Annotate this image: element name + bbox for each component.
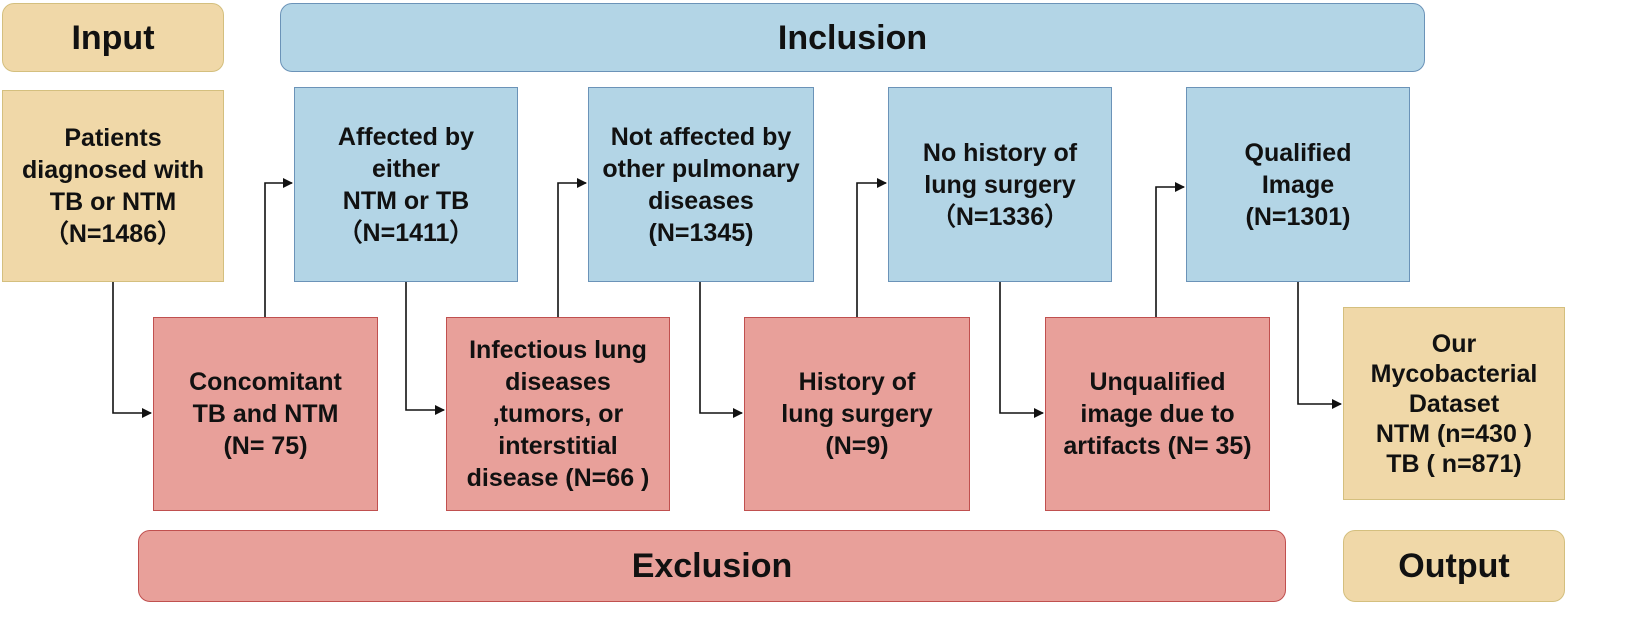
- inclusion-line: NTM or TB: [342, 186, 470, 215]
- inclusion-line: other pulmonary: [602, 154, 800, 183]
- inclusion-line: Qualified: [1244, 138, 1352, 167]
- input-line: diagnosed with: [22, 156, 204, 184]
- exclusion-banner-text: Exclusion: [631, 547, 793, 585]
- exclusion-line: History of: [798, 368, 916, 396]
- inclusion-line: Image: [1261, 170, 1335, 199]
- exclusion-line: interstitial: [498, 432, 618, 460]
- output-box: Our Mycobacterial Dataset NTM (n=430 ) T…: [1343, 307, 1565, 500]
- inclusion-box-4: Qualified Image (N=1301): [1186, 87, 1410, 282]
- inclusion-line: (N=1301): [1245, 202, 1351, 231]
- inclusion-banner: Inclusion: [280, 3, 1425, 72]
- input-box: Patients diagnosed with TB or NTM （N=148…: [2, 90, 224, 282]
- exclusion-box-3: History of lung surgery (N=9): [744, 317, 970, 511]
- exclusion-box-1: Concomitant TB and NTM (N= 75): [153, 317, 378, 511]
- inclusion-box-3: No history of lung surgery （N=1336）: [888, 87, 1112, 282]
- output-label-text: Output: [1398, 547, 1510, 585]
- inclusion-line: (N=1345): [648, 218, 754, 247]
- exclusion-line: artifacts (N= 35): [1063, 432, 1252, 460]
- output-line: Dataset: [1408, 389, 1500, 418]
- arrow-exclusion-2-to-inclusion-2: [557, 178, 587, 317]
- exclusion-line: Concomitant: [189, 368, 342, 396]
- inclusion-line: （N=1411）: [337, 218, 475, 247]
- inclusion-line: lung surgery: [924, 170, 1076, 199]
- exclusion-line: lung surgery: [781, 400, 933, 428]
- arrow-inclusion-1-to-exclusion-2: [405, 282, 445, 415]
- exclusion-line: (N=9): [825, 432, 889, 460]
- inclusion-line: Affected by: [337, 122, 475, 151]
- exclusion-box-2: Infectious lung diseases ,tumors, or int…: [446, 317, 670, 511]
- inclusion-line: diseases: [648, 186, 754, 215]
- exclusion-line: Unqualified: [1089, 368, 1226, 396]
- input-label-text: Input: [71, 18, 155, 57]
- arrow-exclusion-4-to-inclusion-4: [1155, 182, 1185, 317]
- inclusion-line: No history of: [922, 138, 1078, 167]
- inclusion-box-1: Affected by either NTM or TB （N=1411）: [294, 87, 518, 282]
- exclusion-line: disease (N=66 ): [466, 464, 650, 492]
- exclusion-line: image due to: [1080, 400, 1235, 428]
- inclusion-line: （N=1336）: [930, 202, 1070, 231]
- arrow-inclusion-3-to-exclusion-4: [999, 282, 1044, 418]
- exclusion-line: (N= 75): [223, 432, 308, 460]
- exclusion-banner: Exclusion: [138, 530, 1286, 602]
- exclusion-line: Infectious lung: [469, 336, 647, 364]
- input-line: TB or NTM: [49, 188, 177, 216]
- input-line: Patients: [64, 124, 162, 152]
- arrow-exclusion-1-to-inclusion-1: [264, 178, 293, 317]
- output-label: Output: [1343, 530, 1565, 602]
- output-line: Our: [1431, 329, 1477, 358]
- inclusion-line: either: [371, 154, 441, 183]
- arrow-exclusion-3-to-inclusion-3: [856, 178, 887, 317]
- exclusion-line: diseases: [505, 368, 611, 396]
- output-line: Mycobacterial: [1370, 359, 1538, 388]
- output-line: NTM (n=430 ): [1375, 419, 1533, 448]
- inclusion-banner-text: Inclusion: [777, 18, 928, 57]
- output-line: TB ( n=871): [1386, 449, 1522, 478]
- arrow-inclusion-2-to-exclusion-3: [699, 282, 743, 418]
- arrow-inclusion-4-to-output: [1297, 282, 1342, 409]
- input-line: （N=1486）: [43, 220, 183, 248]
- input-label: Input: [2, 3, 224, 72]
- arrow-input-to-exclusion-1: [112, 282, 152, 418]
- exclusion-line: TB and NTM: [192, 400, 339, 428]
- inclusion-line: Not affected by: [610, 122, 792, 151]
- inclusion-box-2: Not affected by other pulmonary diseases…: [588, 87, 814, 282]
- exclusion-box-4: Unqualified image due to artifacts (N= 3…: [1045, 317, 1270, 511]
- exclusion-line: ,tumors, or: [492, 400, 624, 428]
